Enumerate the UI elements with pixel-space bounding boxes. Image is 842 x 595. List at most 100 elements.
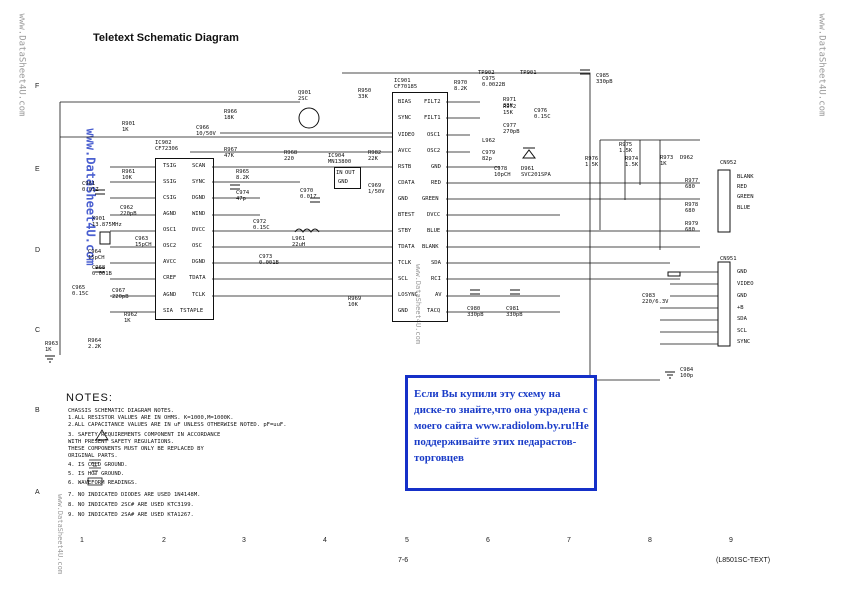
note-line: ORIGINAL PARTS. — [68, 453, 118, 459]
ic902-pin-csig: CSIG — [163, 195, 177, 201]
ic902-pin-osc: OSC — [192, 243, 202, 249]
ic902-pin-osc1: OSC1 — [163, 227, 177, 233]
component-value: 2.2K — [88, 344, 102, 350]
component-ref: C979 — [482, 150, 496, 156]
ic902-pin-agnd2: AGND — [163, 292, 177, 298]
component-value: 15pCH — [135, 242, 152, 248]
component-value: 10pCH — [494, 172, 511, 178]
component-value: 13.875MHz — [92, 222, 122, 228]
component-value: 1K — [124, 318, 131, 324]
ic901-pin-tacq: TACQ — [427, 308, 441, 314]
component-ref: R982 — [368, 150, 382, 156]
component-ref: C980 — [467, 306, 481, 312]
ic901-pin-gnd2: GND — [398, 308, 408, 314]
cn951-ref: CN951 — [720, 256, 737, 262]
component-ref: C974 — [236, 190, 250, 196]
col-label-1: 1 — [80, 537, 84, 544]
component-value: 18K — [224, 115, 234, 121]
page-title: Teletext Schematic Diagram — [93, 32, 239, 44]
component-ref: R961 — [122, 169, 136, 175]
component-ref: C963 — [135, 236, 149, 242]
row-label-f: F — [35, 83, 40, 90]
note-line: CHASSIS SCHEMATIC DIAGRAM NOTES. — [68, 408, 174, 414]
component-value: 100p — [680, 373, 694, 379]
ic901-pin-losync: LOSYNC — [398, 292, 418, 298]
ic904-pin-in: IN — [336, 170, 343, 176]
ic901-pin-btest: BTEST — [398, 212, 415, 218]
ic901-pin-tclk: TCLK — [398, 260, 412, 266]
note-line: 3. SAFETY REQUIREMENTS COMPONENT IN ACCO… — [68, 432, 221, 438]
page-number: 7-6 — [398, 557, 409, 564]
row-label-d: D — [35, 247, 41, 254]
component-value: 10K — [348, 302, 358, 308]
component-value: 8.2K — [236, 175, 250, 181]
cn951-pin-sda: SDA — [737, 316, 747, 322]
component-ref: R978 — [685, 202, 699, 208]
ic901-pin-gnd1: GND — [398, 196, 408, 202]
component-ref: C966 — [196, 125, 210, 131]
component-ref: R966 — [224, 109, 238, 115]
col-label-5: 5 — [405, 537, 409, 544]
component-ref: R968 — [284, 150, 298, 156]
col-label-7: 7 — [567, 537, 571, 544]
ic902-ref: IC902 — [155, 140, 172, 146]
component-ref: Q901 — [298, 90, 312, 96]
component-ref: C973 — [259, 254, 273, 260]
component-value: 270pB — [503, 129, 520, 135]
ic901-pin-sda: SDA — [431, 260, 441, 266]
ic901-pin-bias: BIAS — [398, 99, 412, 105]
cn952-pin-green: GREEN — [737, 194, 754, 200]
notes-heading: NOTES: — [66, 392, 113, 404]
component-value: 1/50V — [368, 189, 385, 195]
component-ref: TP902 — [478, 70, 495, 76]
component-value: 330pB — [596, 79, 613, 85]
component-tp901: TP901 — [520, 70, 537, 76]
component-ref: C968 — [92, 265, 106, 271]
component-value: SVC201SPA — [521, 172, 551, 178]
component-ref: R975 — [619, 142, 633, 148]
ic902-pin-agnd1: AGND — [163, 211, 177, 217]
ic904-pin-gnd: GND — [338, 179, 348, 185]
ic902-pin-wind: WIND — [192, 211, 206, 217]
component-value: 220/6.3V — [642, 299, 669, 305]
ic902-pin-tstaple: TSTAPLE — [180, 308, 204, 314]
ic901-pin-filt1: FILT1 — [424, 115, 441, 121]
component-value: 47p — [236, 196, 246, 202]
component-ref: TP901 — [520, 70, 537, 76]
component-value: 2SC — [298, 96, 308, 102]
component-ref: R977 — [685, 178, 699, 184]
component-value: 82p — [482, 156, 492, 162]
ic904-pin-out: OUT — [345, 170, 355, 176]
ic901-pin-stby: STBY — [398, 228, 412, 234]
col-label-6: 6 — [486, 537, 490, 544]
component-value: 0.01Z — [82, 187, 99, 193]
ic901-pin-osc2: OSC2 — [427, 148, 441, 154]
row-label-b: B — [35, 407, 40, 414]
ic901-pin-av: AV — [435, 292, 442, 298]
ic901-pin-dvcc: DVCC — [427, 212, 441, 218]
component-value: 220pB — [120, 211, 137, 217]
col-label-2: 2 — [162, 537, 166, 544]
component-value: 680 — [685, 184, 695, 190]
